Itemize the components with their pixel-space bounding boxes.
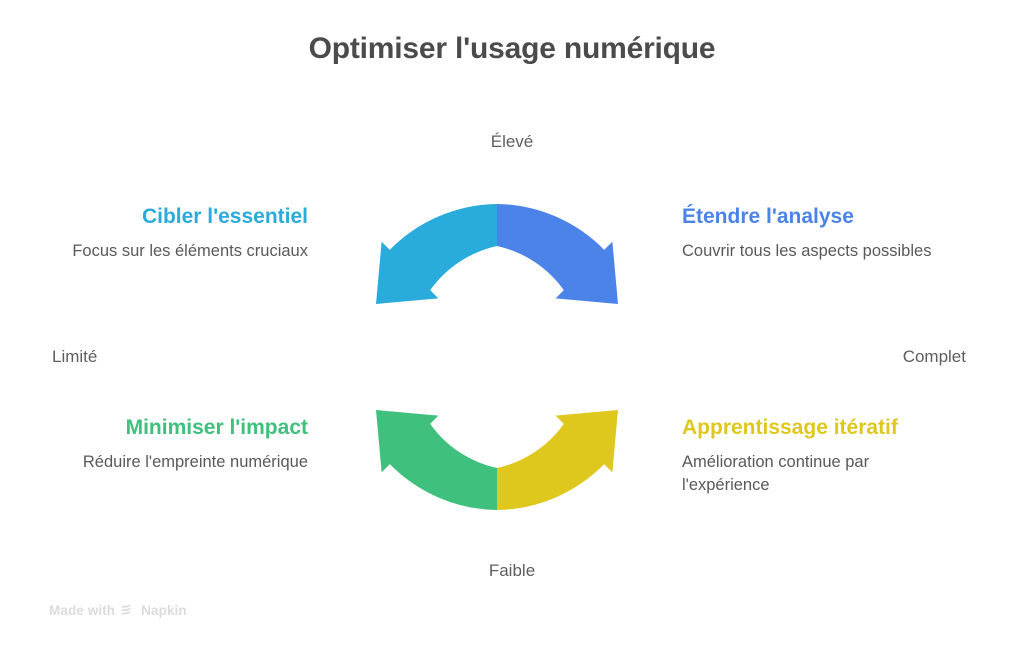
axis-label-left: Limité [52,347,98,366]
quadrant-label-bottom-left: Minimiser l'impact Réduire l'empreinte n… [42,416,308,474]
quadrant-description-top-right: Couvrir tous les aspects possibles [682,241,932,260]
page-title: Optimiser l'usage numérique [308,32,716,65]
quadrant-title-bottom-right: Apprentissage itératif [682,416,898,439]
axis-label-right: Complet [902,347,966,366]
cycle-ring-diagram [344,204,650,510]
napkin-watermark[interactable]: Made with Napkin [49,603,187,618]
quadrant-title-top-left: Cibler l'essentiel [141,205,308,228]
ring-segment-top-right[interactable] [497,204,618,304]
axis-label-bottom: Faible [488,561,536,580]
watermark-brand-label: Napkin [141,603,187,618]
axis-label-top: Élevé [490,132,534,151]
quadrant-title-bottom-left: Minimiser l'impact [125,416,308,439]
quadrant-title-top-right: Étendre l'analyse [682,205,854,228]
quadrant-label-bottom-right: Apprentissage itératif Amélioration cont… [682,416,948,498]
quadrant-description-bottom-right: Amélioration continue par l'expérience [682,452,870,495]
ring-segment-top-left[interactable] [376,204,497,304]
napkin-logo-icon [121,604,135,617]
ring-segment-bottom-right[interactable] [497,410,618,510]
quadrant-description-bottom-left: Réduire l'empreinte numérique [82,452,308,471]
quadrant-description-top-left: Focus sur les éléments cruciaux [72,241,308,260]
ring-segment-bottom-left[interactable] [376,410,497,510]
quadrant-label-top-left: Cibler l'essentiel Focus sur les élément… [42,205,308,263]
watermark-made-with-label: Made with [49,603,116,618]
quadrant-label-top-right: Étendre l'analyse Couvrir tous les aspec… [682,205,948,263]
